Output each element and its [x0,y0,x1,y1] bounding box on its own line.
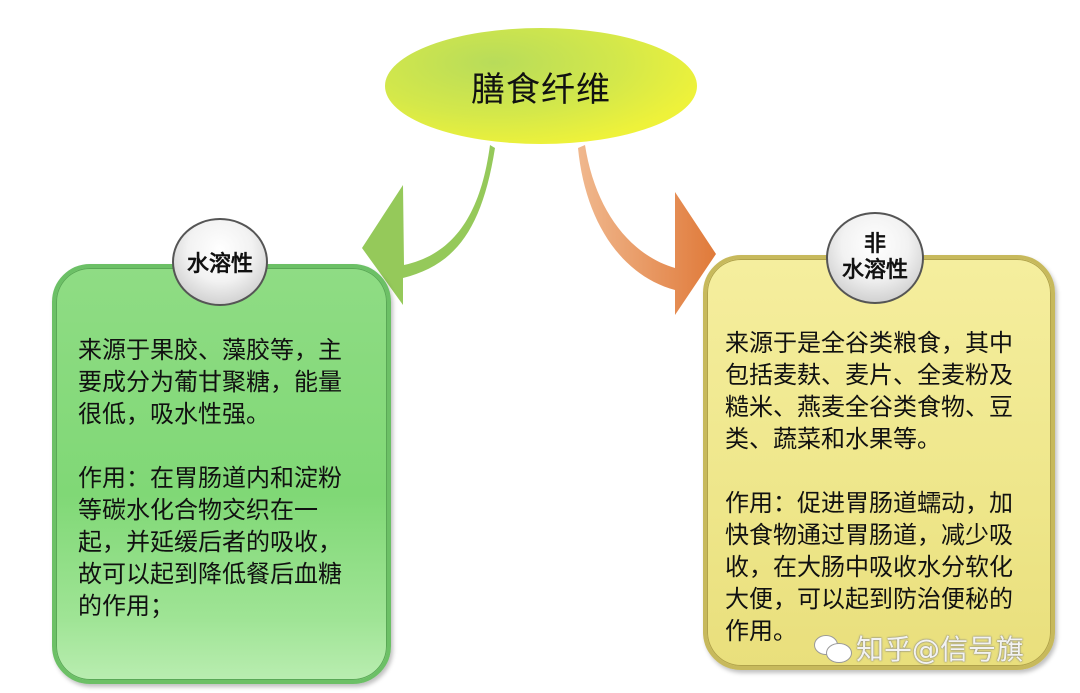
water-soluble-text: 来源于果胶、藻胶等，主 要成分为葡甘聚糖，能量 很低，吸水性强。 作用：在胃肠道… [78,336,342,620]
insoluble-card: 来源于是全谷类粮食，其中 包括麦麸、麦片、全麦粉及 糙米、燕麦全谷类食物、豆 类… [703,255,1055,670]
insoluble-badge: 非 水溶性 [826,212,924,304]
watermark-text: 知乎@信号旗 [856,633,1025,666]
watermark: 知乎@信号旗 [812,628,1024,668]
insoluble-text: 来源于是全谷类粮食，其中 包括麦麸、麦片、全麦粉及 糙米、燕麦全谷类食物、豆 类… [725,329,1013,645]
left-arrow-icon [362,145,495,305]
root-title: 膳食纤维 [471,69,611,110]
wechat-icon [812,633,852,663]
right-arrow-icon [578,145,716,315]
root-node: 膳食纤维 [385,28,697,144]
water-soluble-card: 来源于果胶、藻胶等，主 要成分为葡甘聚糖，能量 很低，吸水性强。 作用：在胃肠道… [52,264,391,684]
water-soluble-badge: 水溶性 [172,218,268,306]
